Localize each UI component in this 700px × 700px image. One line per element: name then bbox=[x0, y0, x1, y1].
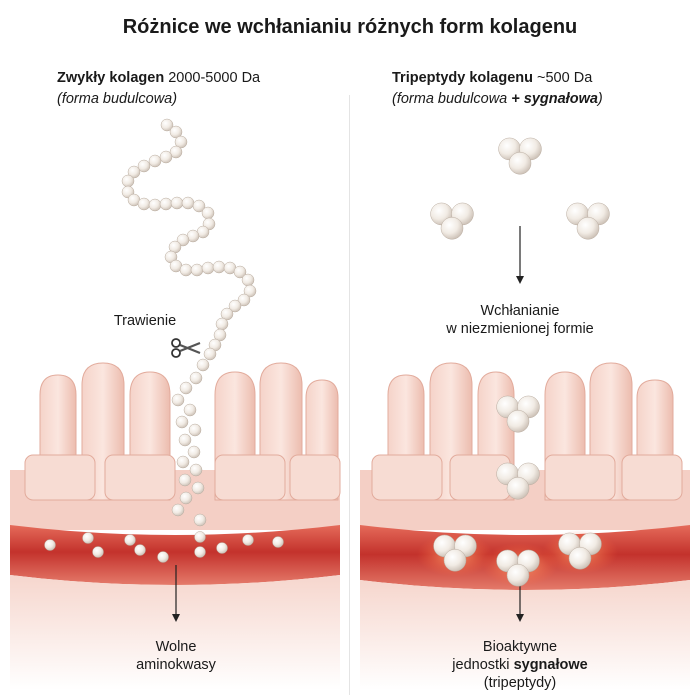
digestion-label: Trawienie bbox=[113, 313, 177, 329]
amino-acid bbox=[194, 531, 206, 543]
free-amino-acids-line1: Wolne bbox=[155, 639, 197, 655]
collagen-pearl bbox=[190, 263, 204, 277]
absorption-line1: Wchłanianie bbox=[480, 303, 560, 319]
collagen-pearl bbox=[201, 261, 215, 275]
amino-acid bbox=[242, 534, 254, 546]
collagen-pearl bbox=[215, 317, 229, 331]
digested-pearl bbox=[171, 393, 185, 407]
collagen-pearl bbox=[179, 263, 193, 277]
left-arrow-down bbox=[172, 565, 180, 622]
absorption-line2: w niezmienionej formie bbox=[446, 321, 594, 337]
collagen-chain bbox=[121, 118, 257, 361]
tripeptide-pearl bbox=[506, 410, 530, 433]
absorption-label: Wchłanianie w niezmienionej formie bbox=[420, 302, 620, 338]
collagen-pearl bbox=[181, 196, 195, 210]
digested-pearl bbox=[175, 415, 189, 429]
collagen-pearl bbox=[201, 206, 215, 220]
right-subtitle-end: ) bbox=[597, 91, 603, 107]
digested-pearl bbox=[193, 513, 207, 527]
collagen-pearl bbox=[212, 260, 226, 274]
digested-pearl bbox=[188, 423, 202, 437]
amino-acid bbox=[82, 532, 94, 544]
collagen-pearl bbox=[159, 150, 173, 164]
collagen-pearl bbox=[241, 273, 255, 287]
bioactive-line2-start: jednostki bbox=[452, 657, 514, 673]
bioactive-units-label: Bioaktywne jednostki sygnałowe (tripepty… bbox=[420, 638, 620, 692]
right-subtitle-bold: + sygnałowa bbox=[511, 91, 598, 107]
collagen-pearl bbox=[203, 347, 217, 361]
right-heading: Tripeptydy kolagenu ~500 Da (forma budul… bbox=[392, 68, 603, 110]
right-arrow-down-top bbox=[516, 226, 524, 284]
right-subtitle: (forma budulcowa + sygnałowa) bbox=[392, 89, 603, 110]
tripeptide-pearl bbox=[443, 549, 467, 572]
collagen-pearl bbox=[127, 165, 141, 179]
digested-pearl bbox=[191, 481, 205, 495]
amino-acid bbox=[157, 551, 169, 563]
amino-acid bbox=[44, 539, 56, 551]
digested-pearl bbox=[183, 403, 197, 417]
collagen-pearl bbox=[192, 199, 206, 213]
digested-pearl bbox=[178, 473, 192, 487]
bioactive-line2: jednostki sygnałowe bbox=[420, 656, 620, 674]
collagen-pearl bbox=[220, 307, 234, 321]
bioactive-line1: Bioaktywne bbox=[482, 639, 558, 655]
collagen-pearl bbox=[148, 154, 162, 168]
collagen-pearl bbox=[170, 196, 184, 210]
free-amino-acids-line2: aminokwasy bbox=[136, 657, 216, 673]
scissors-icon bbox=[171, 338, 201, 358]
collagen-pearl bbox=[137, 197, 151, 211]
collagen-pearl bbox=[228, 299, 242, 313]
tripeptide-pearl bbox=[506, 477, 530, 500]
digested-pearl bbox=[187, 445, 201, 459]
collagen-pearl bbox=[174, 135, 188, 149]
collagen-pearl bbox=[176, 233, 190, 247]
right-heading-rest: ~500 Da bbox=[533, 70, 593, 86]
collagen-pearl bbox=[169, 145, 183, 159]
amino-acid bbox=[216, 542, 228, 554]
tripeptide-pearl bbox=[506, 564, 530, 587]
free-amino-acids-label: Wolne aminokwasy bbox=[116, 638, 236, 674]
collagen-pearl bbox=[237, 293, 251, 307]
digested-pearl bbox=[179, 491, 193, 505]
digested-pearl bbox=[189, 463, 203, 477]
right-subtitle-start: (forma budulcowa bbox=[392, 91, 512, 107]
tripeptide-pearl bbox=[568, 547, 592, 570]
right-heading-bold: Tripeptydy kolagenu bbox=[392, 70, 533, 86]
panel-divider bbox=[349, 95, 350, 695]
amino-acid bbox=[124, 534, 136, 546]
tripeptide-pearl bbox=[576, 217, 600, 240]
page-title: Różnice we wchłanianiu różnych form kola… bbox=[122, 16, 578, 38]
left-heading-rest: 2000-5000 Da bbox=[164, 70, 261, 86]
bioactive-line3: (tripeptydy) bbox=[483, 675, 557, 691]
left-heading: Zwykły kolagen 2000-5000 Da (forma budul… bbox=[57, 68, 260, 110]
collagen-pearl bbox=[213, 328, 227, 342]
left-subtitle: (forma budulcowa) bbox=[57, 91, 178, 107]
collagen-pearl bbox=[148, 198, 162, 212]
amino-acid bbox=[272, 536, 284, 548]
collagen-pearl bbox=[233, 265, 247, 279]
tripeptide-pearl bbox=[508, 152, 532, 175]
collagen-pearl bbox=[169, 125, 183, 139]
digested-pearl bbox=[179, 381, 193, 395]
free-amino-acids bbox=[44, 358, 284, 563]
amino-acid bbox=[134, 544, 146, 556]
amino-acid bbox=[92, 546, 104, 558]
tripeptide-clusters bbox=[430, 137, 610, 587]
digested-pearl bbox=[178, 433, 192, 447]
bioactive-line2-bold: sygnałowe bbox=[513, 657, 588, 673]
tripeptide-pearl bbox=[440, 217, 464, 240]
digested-pearl bbox=[176, 455, 190, 469]
collagen-pearl bbox=[121, 174, 135, 188]
collagen-pearl bbox=[243, 284, 257, 298]
collagen-pearl bbox=[160, 118, 174, 132]
left-heading-bold: Zwykły kolagen bbox=[57, 70, 165, 86]
digested-pearl bbox=[196, 358, 210, 372]
digested-pearl bbox=[171, 503, 185, 517]
collagen-pearl bbox=[159, 197, 173, 211]
left-blood-vessel bbox=[10, 525, 340, 585]
amino-acid bbox=[194, 546, 206, 558]
digested-pearl bbox=[189, 371, 203, 385]
collagen-pearl bbox=[137, 159, 151, 173]
